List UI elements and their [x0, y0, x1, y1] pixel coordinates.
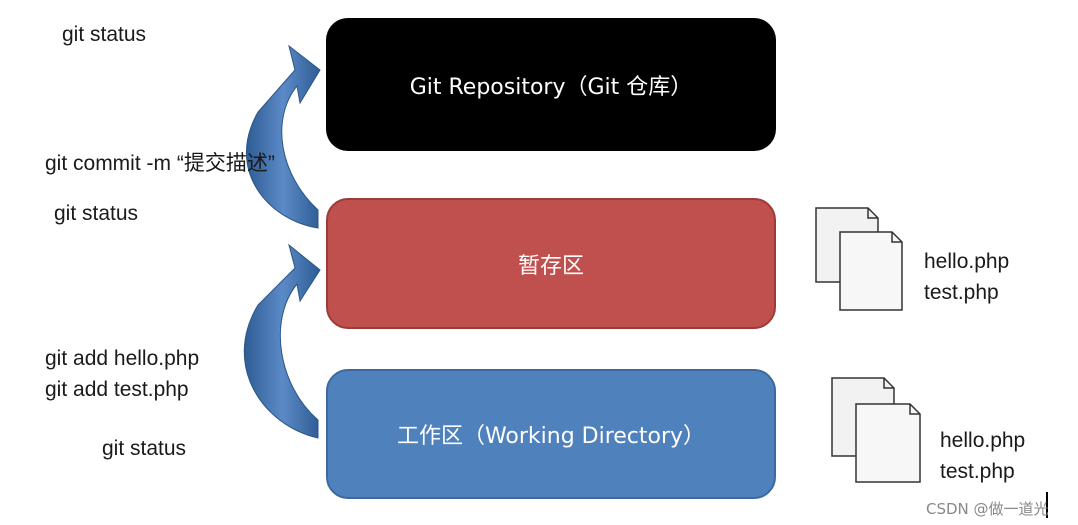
commit-command-label: git commit -m “提交描述” [45, 152, 275, 175]
add-arrow [243, 243, 321, 439]
add-hello-label: git add hello.php [45, 347, 200, 370]
working-file-name: hello.php [940, 429, 1026, 452]
commit-arrow [246, 44, 321, 229]
repository-label: Git Repository（Git 仓库） [409, 74, 693, 100]
staging-files-icon [815, 207, 903, 311]
staging-status-label: git status [54, 202, 139, 225]
staging-box: 暂存区 [326, 198, 776, 329]
working-box: 工作区（Working Directory） [326, 369, 776, 499]
staging-file-name: test.php [924, 281, 999, 304]
staging-label: 暂存区 [517, 253, 584, 279]
working-label: 工作区（Working Directory） [396, 424, 706, 449]
repo-status-label: git status [62, 23, 147, 46]
working-file-name: test.php [940, 460, 1015, 483]
watermark: CSDN @做一道光 [926, 500, 1049, 518]
working-status-label: git status [102, 437, 187, 460]
repository-box: Git Repository（Git 仓库） [326, 18, 776, 151]
staging-file-name: hello.php [924, 250, 1010, 273]
cursor-mark [1046, 492, 1048, 518]
add-test-label: git add test.php [45, 378, 189, 401]
working-files-icon [831, 377, 921, 483]
